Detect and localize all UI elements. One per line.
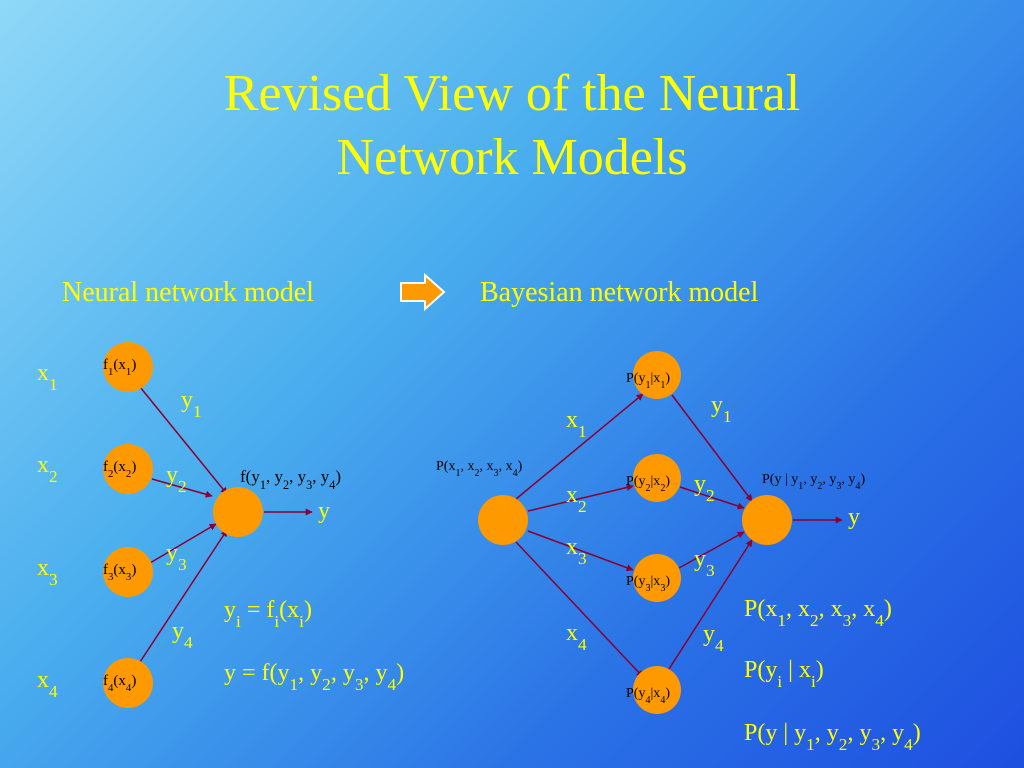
bayes-edge-label-y3: y3 [694,546,715,580]
neural-output-label: y [318,498,330,524]
neural-input-x1: x1 [37,360,58,394]
bayes-edge-label-y4: y4 [703,621,724,655]
neural-output-func-label: f(y1, y2, y3, y4) [240,467,341,492]
slide-title-line1: Revised View of the Neural [223,65,801,122]
neural-edge-1 [139,386,228,495]
bayes-edge-label-x3: x3 [566,534,587,568]
neural-func-node-4 [103,658,153,708]
bayes-root-node [478,495,528,545]
neural-edge-4 [139,529,228,663]
neural-edge-label-y4: y4 [172,618,193,652]
neural-func-label-3: f3(x3) [103,562,136,583]
slide-title-line2: Network Models [336,129,688,186]
neural-func-label-4: f4(x4) [103,673,136,694]
bayes-input-edge-1 [515,393,644,500]
bayes-edge-label-y2: y2 [694,471,715,505]
bayes-equation-joint: P(x1, x2, x3, x4) [744,596,892,630]
bayes-cond-node-3 [633,554,681,602]
bayes-cond-label-3: P(y3|x3) [626,574,670,594]
slide-title: Revised View of the Neural Network Model… [0,62,1024,190]
neural-func-node-3 [103,547,153,597]
bayes-output-edge-3 [678,531,745,569]
neural-edge-label-y3: y3 [166,540,187,574]
bayes-equation-output: P(y | y1, y2, y3, y4) [744,720,921,754]
bayes-cond-label-1: P(y1|x1) [626,371,670,391]
neural-equation-y: y = f(y1, y2, y3, y4) [224,660,404,694]
neural-equation-yi: yi = fi(xi) [224,597,312,631]
neural-network-caption: Neural network model [62,277,314,308]
neural-func-label-1: f1(x1) [103,357,136,378]
neural-edge-label-y1: y1 [181,387,202,421]
bayes-output-label: y [848,504,860,530]
neural-output-node [213,487,263,537]
bayes-input-edge-4 [515,541,644,678]
neural-func-node-1 [103,342,153,392]
bayesian-network-caption: Bayesian network model [480,277,759,308]
bayes-output-edge-1 [671,394,753,502]
bayes-edge-label-y1: y1 [711,392,732,426]
bayes-input-edge-2 [527,484,634,512]
neural-edge-label-y2: y2 [166,462,187,496]
neural-func-node-2 [103,444,153,494]
bayes-output-node-label: P(y | y1, y2, y3, y4) [762,472,865,492]
transition-arrow-icon [400,272,446,312]
bayes-equation-conditional: P(yi | xi) [744,657,824,691]
nodes-layer [103,342,792,714]
bayes-edge-label-x1: x1 [566,407,587,441]
bayes-cond-label-2: P(y2|x2) [626,474,670,494]
neural-edge-3 [149,523,217,564]
bayes-edge-label-x4: x4 [566,620,587,654]
bayes-cond-node-1 [633,351,681,399]
neural-input-x2: x2 [37,452,58,486]
labels-layer: f1(x1) f2(x2) f3(x3) f4(x4) x1 x2 x3 x4 y1 y2 y3 y4… [37,357,921,754]
bayes-cond-node-4 [633,666,681,714]
bayes-edge-label-x2: x2 [566,482,587,516]
neural-input-x3: x3 [37,555,58,589]
bayes-root-label: P(x1, x2, x3, x4) [436,459,523,479]
bayes-input-edge-3 [527,530,634,572]
bayes-output-edge-4 [668,539,753,670]
bayes-cond-label-4: P(y4|x4) [626,686,670,706]
edges-layer [139,386,843,678]
neural-func-label-2: f2(x2) [103,459,136,480]
bayes-output-edge-2 [679,486,745,510]
bayes-output-node [742,495,792,545]
bayes-cond-node-2 [633,454,681,502]
neural-input-x4: x4 [37,667,58,701]
neural-edge-2 [151,478,213,498]
